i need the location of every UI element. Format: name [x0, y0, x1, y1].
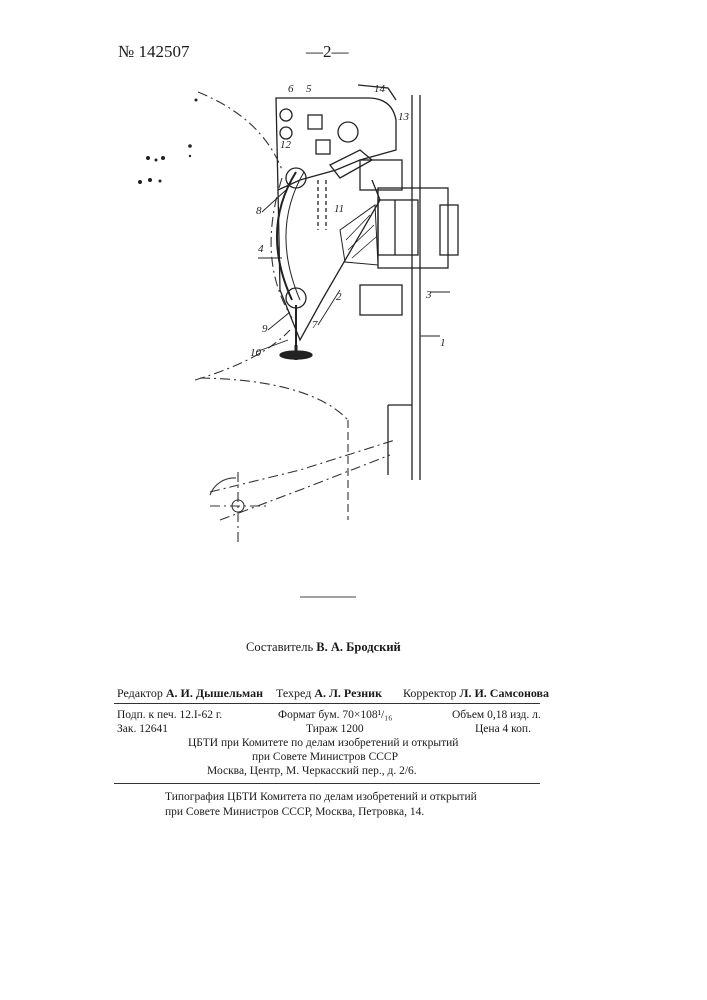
corrector-credit: Корректор Л. И. Самсонова: [403, 686, 549, 701]
label-1: 1: [440, 337, 446, 349]
label-7: 7: [312, 319, 318, 331]
label-12: 12: [280, 139, 292, 151]
imprint-price: Цена 4 коп.: [475, 723, 531, 735]
label-9: 9: [262, 323, 268, 335]
tech-credit: Техред А. Л. Резник: [276, 686, 382, 701]
upper-clamp: [360, 160, 402, 190]
imprint-org3: Москва, Центр, М. Черкасский пер., д. 2/…: [207, 765, 417, 777]
pivot-wheel: [338, 122, 358, 142]
imprint-signed: Подп. к печ. 12.I-62 г.: [117, 709, 222, 721]
upper-roller: [286, 168, 306, 188]
motor-end: [440, 205, 458, 255]
imprint-volume: Объем 0,18 изд. л.: [452, 709, 541, 721]
printer-line2: при Совете Министров СССР, Москва, Петро…: [165, 806, 424, 818]
label-11: 11: [334, 203, 344, 215]
inclined-frame: [278, 180, 380, 340]
label-13: 13: [398, 111, 410, 123]
compiler-label: Составитель: [246, 640, 313, 654]
imprint-format: Формат бум. 70×108¹/₁₆: [278, 709, 392, 721]
lever-line-bottom: [220, 455, 390, 520]
label-3: 3: [425, 289, 432, 301]
editor-label: Редактор: [117, 686, 163, 700]
small-block-1: [308, 115, 322, 129]
label-5: 5: [306, 83, 312, 95]
sweep-arc-top: [198, 92, 282, 170]
leader-9: [268, 312, 290, 330]
label-4: 4: [258, 243, 264, 255]
tech-name: А. Л. Резник: [314, 686, 382, 700]
small-wheel-2: [280, 127, 292, 139]
rotor-arc: [200, 378, 348, 420]
imprint-order: Зак. 12641: [117, 723, 168, 735]
sweep-arc-bottom: [195, 330, 290, 380]
curved-arm-inner: [286, 172, 304, 300]
tech-label: Техред: [276, 686, 311, 700]
corrector-name: Л. И. Самсонова: [460, 686, 550, 700]
editor-name: А. И. Дышельман: [166, 686, 263, 700]
label-8: 8: [256, 205, 262, 217]
imprint-run: Тираж 1200: [306, 723, 364, 735]
label-2: 2: [336, 291, 342, 303]
small-wheel-1: [280, 109, 292, 121]
corrector-label: Корректор: [403, 686, 457, 700]
imprint-org1: ЦБТИ при Комитете по делам изобретений и…: [188, 737, 458, 749]
editor-credit: Редактор А. И. Дышельман: [117, 686, 263, 701]
label-6: 6: [288, 83, 294, 95]
lower-clamp: [360, 285, 402, 315]
sweep-arc-mid: [271, 178, 292, 318]
label-14: 14: [374, 83, 386, 95]
credits-rule: [114, 703, 540, 704]
imprint-rule: [114, 783, 540, 784]
small-block-2: [316, 140, 330, 154]
label-10: 10: [250, 347, 262, 359]
compiler-name: В. А. Бродский: [316, 640, 400, 654]
imprint-org2: при Совете Министров СССР: [252, 751, 398, 763]
compiler-line: Составитель В. А. Бродский: [246, 640, 401, 655]
printer-line1: Типография ЦБТИ Комитета по делам изобре…: [165, 791, 477, 803]
lever-line-top: [210, 440, 395, 492]
